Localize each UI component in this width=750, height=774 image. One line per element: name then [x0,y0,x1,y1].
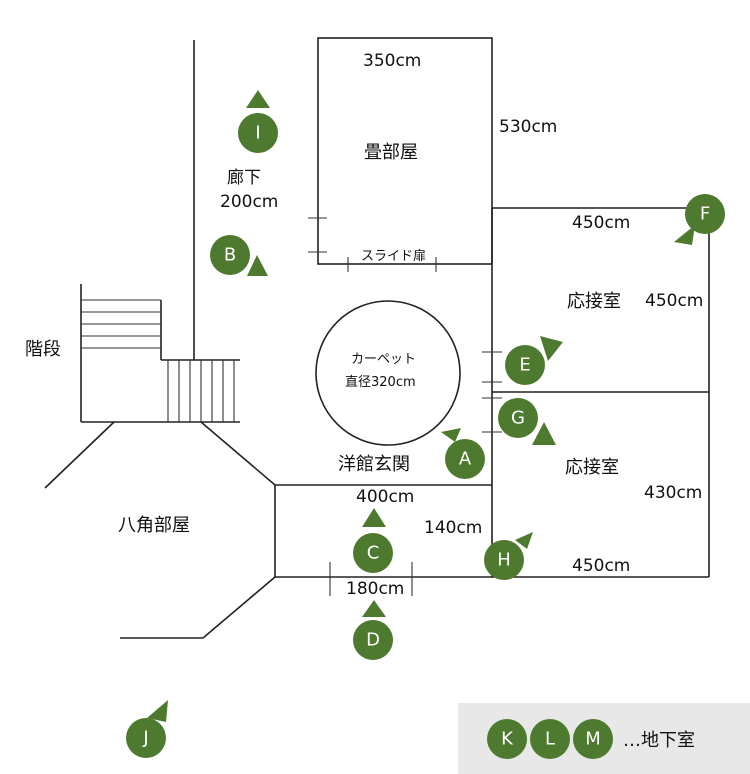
entrance-walls [120,421,492,639]
marker-h: H [484,540,524,580]
tatami-room-label: 畳部屋 [364,142,418,163]
reception-upper-label: 応接室 [567,291,621,312]
stairs-label: 階段 [25,339,61,360]
reception-door-ticks [482,351,502,433]
marker-b-arrow [247,255,268,276]
viewpoint-arrows [147,90,695,722]
svg-text:G: G [511,408,525,429]
legend-marker-k: K [487,719,527,759]
svg-text:F: F [700,204,710,225]
svg-text:J: J [142,728,148,749]
marker-f-arrow [674,225,695,245]
carpet-label: カーペット [351,352,416,367]
marker-e: E [505,345,545,385]
reception-upper-depth-label: 450cm [645,291,703,311]
marker-i: I [238,113,278,153]
marker-j: J [126,718,166,758]
svg-text:A: A [459,449,472,470]
stair-steps [81,299,235,422]
svg-text:K: K [501,729,514,750]
reception-lower-width-label: 450cm [572,556,630,576]
svg-text:H: H [497,550,511,571]
entrance-width-label: 400cm [356,487,414,507]
tatami-room-walls [317,37,493,265]
svg-text:D: D [366,630,380,651]
octagon-room-label: 八角部屋 [118,515,190,536]
corridor-label: 廊下 [227,168,261,188]
marker-g: G [498,398,538,438]
entrance-label: 洋館玄関 [338,454,410,475]
marker-j-arrow [147,700,168,722]
tatami-width-label: 350cm [363,51,421,71]
marker-f: F [685,194,725,234]
entrance-door-ticks [329,562,413,596]
svg-text:C: C [367,543,380,564]
marker-d-arrow [362,600,386,617]
stairs-structure [44,284,240,489]
svg-text:I: I [255,123,260,144]
entrance-door-label: 180cm [346,579,404,599]
svg-text:B: B [224,245,236,266]
reception-upper-width-label: 450cm [572,213,630,233]
svg-text:M: M [585,729,601,750]
sliding-door [308,217,437,272]
marker-d: D [353,620,393,660]
entrance-depth-label: 140cm [424,518,482,538]
marker-c: C [353,533,393,573]
legend-marker-l: L [530,719,570,759]
carpet-diameter-label: 直径320cm [345,375,416,390]
marker-i-arrow [246,90,270,108]
marker-g-arrow [532,422,556,445]
marker-a: A [445,439,485,479]
legend-basement-label: …地下室 [623,730,695,751]
carpet-circle [315,300,461,446]
marker-a-arrow [441,428,461,442]
reception-lower-label: 応接室 [565,457,619,478]
svg-text:E: E [519,355,530,376]
marker-c-arrow [362,508,386,527]
marker-h-arrow [515,532,533,549]
legend-marker-m: M [573,719,613,759]
reception-walls [275,207,710,578]
reception-lower-depth-label: 430cm [644,483,702,503]
svg-text:L: L [545,729,555,750]
marker-e-arrow [540,336,563,361]
marker-b: B [210,235,250,275]
sliding-door-label: スライド扉 [361,248,426,264]
corridor-width-label: 200cm [220,192,278,212]
tatami-depth-label: 530cm [499,117,557,137]
